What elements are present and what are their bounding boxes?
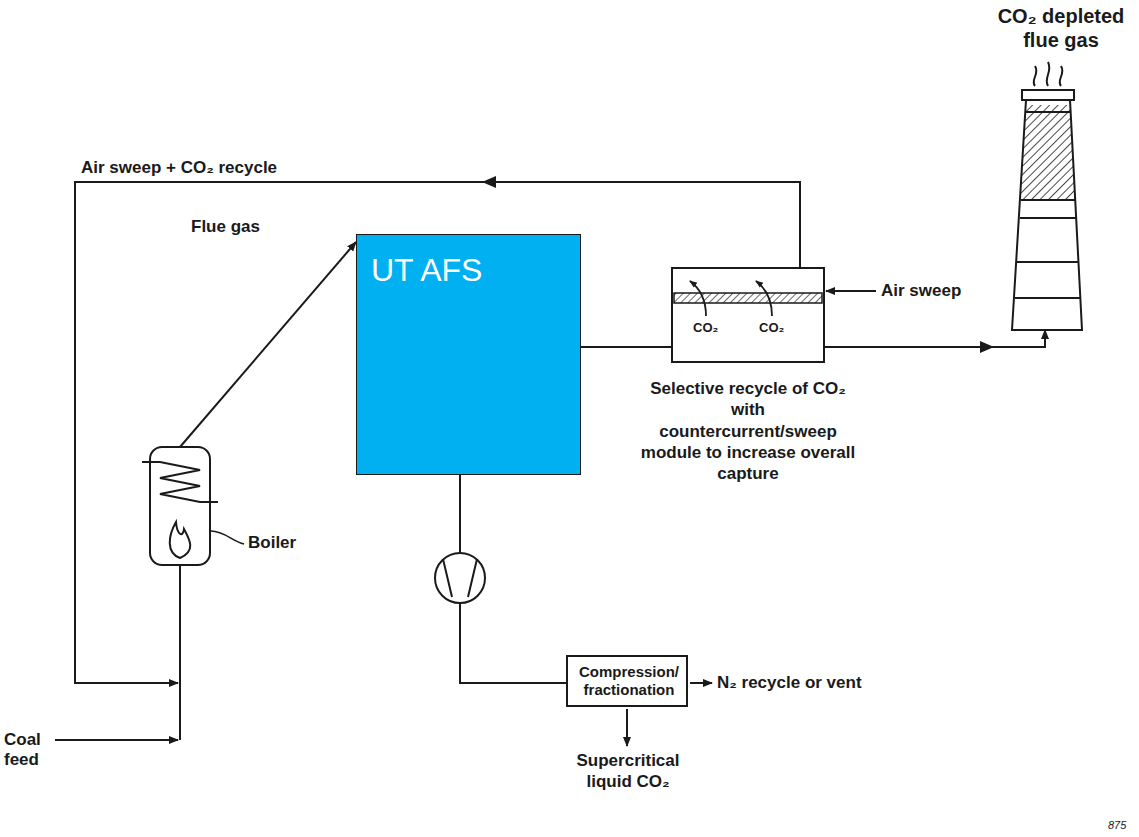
smokestack: CO₂ depleted flue gas — [988, 4, 1134, 334]
flow-connector — [581, 346, 672, 348]
membrane-module: CO₂ CO₂ Selective recycle of CO₂ with coun… — [640, 262, 856, 484]
boiler-label: Boiler — [248, 533, 296, 553]
edge-label: Flue gas — [190, 217, 261, 237]
vent-label: N₂ recycle or vent — [716, 673, 863, 693]
edge-label: Air sweep + CO₂ recycle — [80, 158, 278, 178]
flow-connector — [180, 242, 356, 447]
process-title: UT AFS — [371, 251, 482, 289]
sweep-label: Air sweep — [880, 281, 962, 301]
stack-heading: CO₂ depleted flue gas — [988, 4, 1134, 52]
n2-arrow — [690, 682, 712, 684]
figure-number: 875 — [1108, 819, 1126, 832]
mid-flow-arrow — [980, 341, 994, 353]
recycle-mid-arrow — [482, 176, 496, 188]
process-label: Compression/ fractionation — [568, 663, 690, 699]
smokestack-drawing — [988, 4, 1134, 334]
product-label: Supercritical liquid CO₂ — [567, 750, 689, 793]
co2-product-arrow — [626, 709, 628, 746]
feed-label: Coal feed — [3, 730, 55, 771]
co2-label: CO₂ — [693, 320, 718, 336]
compressor-symbol — [435, 553, 485, 603]
process-box: Compression/ fractionation — [566, 655, 688, 707]
flow-connector — [824, 330, 1045, 347]
module-caption: Selective recycle of CO₂ with countercur… — [640, 378, 856, 484]
boiler: Boiler — [140, 430, 315, 575]
coal-feed-line — [52, 565, 180, 740]
air-sweep-arrow — [826, 290, 876, 292]
boiler-drawing — [140, 430, 315, 575]
co2-label: CO₂ — [759, 320, 784, 336]
process-box: UT AFS — [356, 234, 581, 475]
